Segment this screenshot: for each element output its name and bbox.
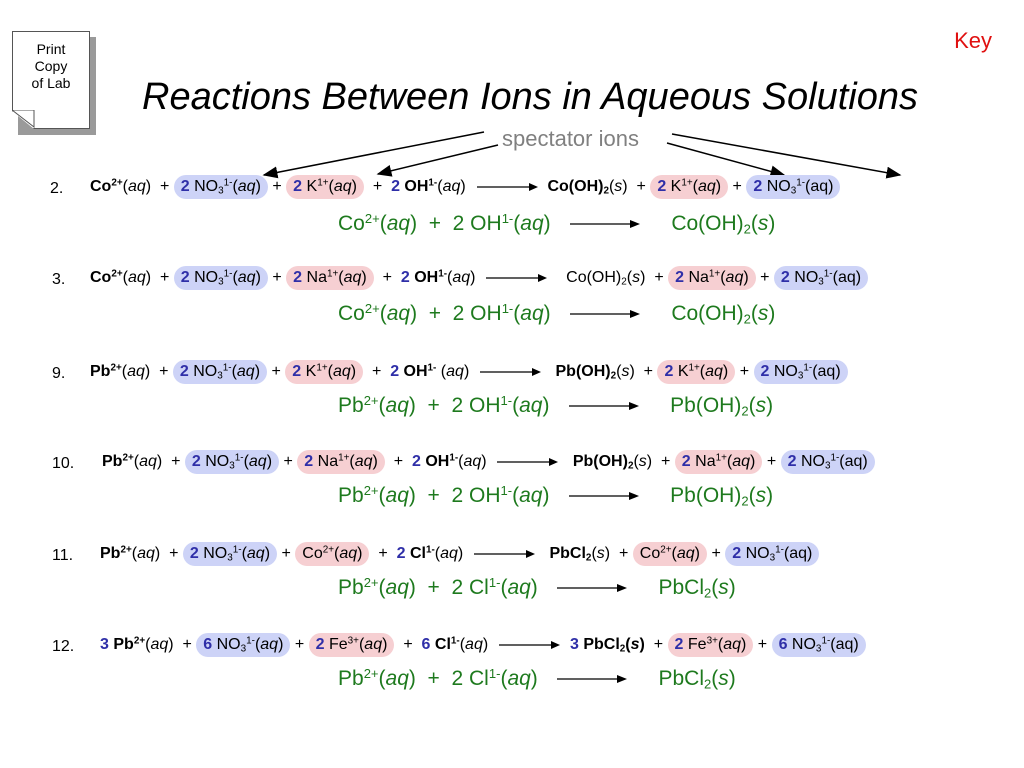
spectator-ion-oval: 2 NO31-(aq) xyxy=(746,175,841,199)
equation-number: 9. xyxy=(52,365,66,382)
reaction-arrow xyxy=(570,310,641,319)
spectator-ion-oval: 2 NO31-(aq) xyxy=(182,542,278,566)
equation-number: 11. xyxy=(52,547,74,564)
reaction-arrow xyxy=(497,457,559,466)
spectator-ion-oval: 2 NO31-(aq) xyxy=(172,360,268,384)
equation-number: 12. xyxy=(52,638,75,655)
spectator-ion-oval: 2 Na1+(aq) xyxy=(297,450,385,474)
equation-number: 3. xyxy=(52,271,66,288)
print-copy-button[interactable]: Print Copy of Lab xyxy=(12,31,96,135)
full-ionic-equation: Co2+(aq) + 2 NO31-(aq) + 2 Na1+(aq) + 2 … xyxy=(90,266,869,290)
reaction-arrow xyxy=(570,220,641,229)
spectator-ion-oval: 2 Fe3+(aq) xyxy=(308,633,395,657)
full-ionic-equation: Co2+(aq) + 2 NO31-(aq) + 2 K1+(aq) + 2 O… xyxy=(90,175,841,199)
reaction-arrow xyxy=(568,492,639,501)
net-ionic-equation: Pb2+(aq) + 2 Cl1-(aq) PbCl2(s) xyxy=(338,574,736,601)
net-ionic-equation: Pb2+(aq) + 2 Cl1-(aq) PbCl2(s) xyxy=(338,665,736,692)
print-label-line: Copy xyxy=(34,58,68,74)
reaction-arrow xyxy=(499,640,561,649)
reaction-arrow xyxy=(476,182,538,191)
spectator-ion-oval: 2 K1+(aq) xyxy=(286,175,364,199)
spectator-ion-oval: 2 NO31-(aq) xyxy=(773,266,869,290)
key-link[interactable]: Key xyxy=(954,28,992,53)
spectator-ions-label: spectator ions xyxy=(502,126,639,151)
spectator-ion-oval: 2 NO31-(aq) xyxy=(173,175,268,199)
spectator-arrow xyxy=(262,131,485,179)
print-label-line: Print xyxy=(36,41,66,57)
full-ionic-equation: Pb2+(aq) + 2 NO31-(aq) + 2 Na1+(aq) + 2 … xyxy=(102,450,875,474)
spectator-ion-oval: 2 Na1+(aq) xyxy=(674,450,763,474)
spectator-arrow xyxy=(671,133,902,179)
equation-number: 10. xyxy=(52,455,75,472)
reaction-arrow xyxy=(480,367,542,376)
spectator-ion-oval: 2 NO31-(aq) xyxy=(725,542,820,566)
reaction-arrow xyxy=(486,273,548,282)
spectator-ion-oval: 2 Fe3+(aq) xyxy=(667,633,754,657)
spectator-ion-oval: 2 Na1+(aq) xyxy=(286,266,374,290)
spectator-ion-oval: Co2+(aq) xyxy=(295,542,370,566)
print-button-label: Print Copy of Lab xyxy=(12,41,90,92)
full-ionic-equation: Pb2+(aq) + 2 NO31-(aq) + Co2+(aq) + 2 Cl… xyxy=(100,542,820,566)
spectator-ion-oval: Co2+(aq) xyxy=(632,542,707,566)
spectator-ion-oval: 2 NO31-(aq) xyxy=(173,266,268,290)
net-ionic-equation: Pb2+(aq) + 2 OH1-(aq) Pb(OH)2(s) xyxy=(338,392,774,419)
page-title: Reactions Between Ions in Aqueous Soluti… xyxy=(142,76,918,118)
reaction-arrow xyxy=(474,549,536,558)
net-ionic-equation: Co2+(aq) + 2 OH1-(aq) Co(OH)2(s) xyxy=(338,210,776,237)
spectator-ion-oval: 2 NO31-(aq) xyxy=(184,450,280,474)
page-fold-icon xyxy=(12,110,35,128)
reaction-arrow xyxy=(557,584,628,593)
print-label-line: of Lab xyxy=(31,75,71,91)
full-ionic-equation: 3 Pb2+(aq) + 6 NO31-(aq) + 2 Fe3+(aq) + … xyxy=(100,633,866,657)
spectator-ion-oval: 2 Na1+(aq) xyxy=(668,266,756,290)
spectator-ion-oval: 2 K1+(aq) xyxy=(285,360,364,384)
spectator-arrows xyxy=(262,131,902,179)
spectator-ion-oval: 2 K1+(aq) xyxy=(657,360,736,384)
spectator-arrow xyxy=(666,142,786,178)
spectator-arrow xyxy=(376,144,499,177)
net-ionic-equation: Co2+(aq) + 2 OH1-(aq) Co(OH)2(s) xyxy=(338,300,776,327)
equation-number: 2. xyxy=(50,180,64,197)
spectator-ion-oval: 2 NO31-(aq) xyxy=(780,450,875,474)
net-ionic-equation: Pb2+(aq) + 2 OH1-(aq) Pb(OH)2(s) xyxy=(338,482,774,509)
spectator-ion-oval: 6 NO31-(aq) xyxy=(196,633,291,657)
reaction-arrow xyxy=(557,675,628,684)
spectator-ion-oval: 6 NO31-(aq) xyxy=(771,633,866,657)
spectator-ion-oval: 2 NO31-(aq) xyxy=(753,360,848,384)
full-ionic-equation: Pb2+(aq) + 2 NO31-(aq) + 2 K1+(aq) + 2 O… xyxy=(90,360,848,384)
spectator-ion-oval: 2 K1+(aq) xyxy=(650,175,729,199)
reaction-arrow xyxy=(568,402,639,411)
